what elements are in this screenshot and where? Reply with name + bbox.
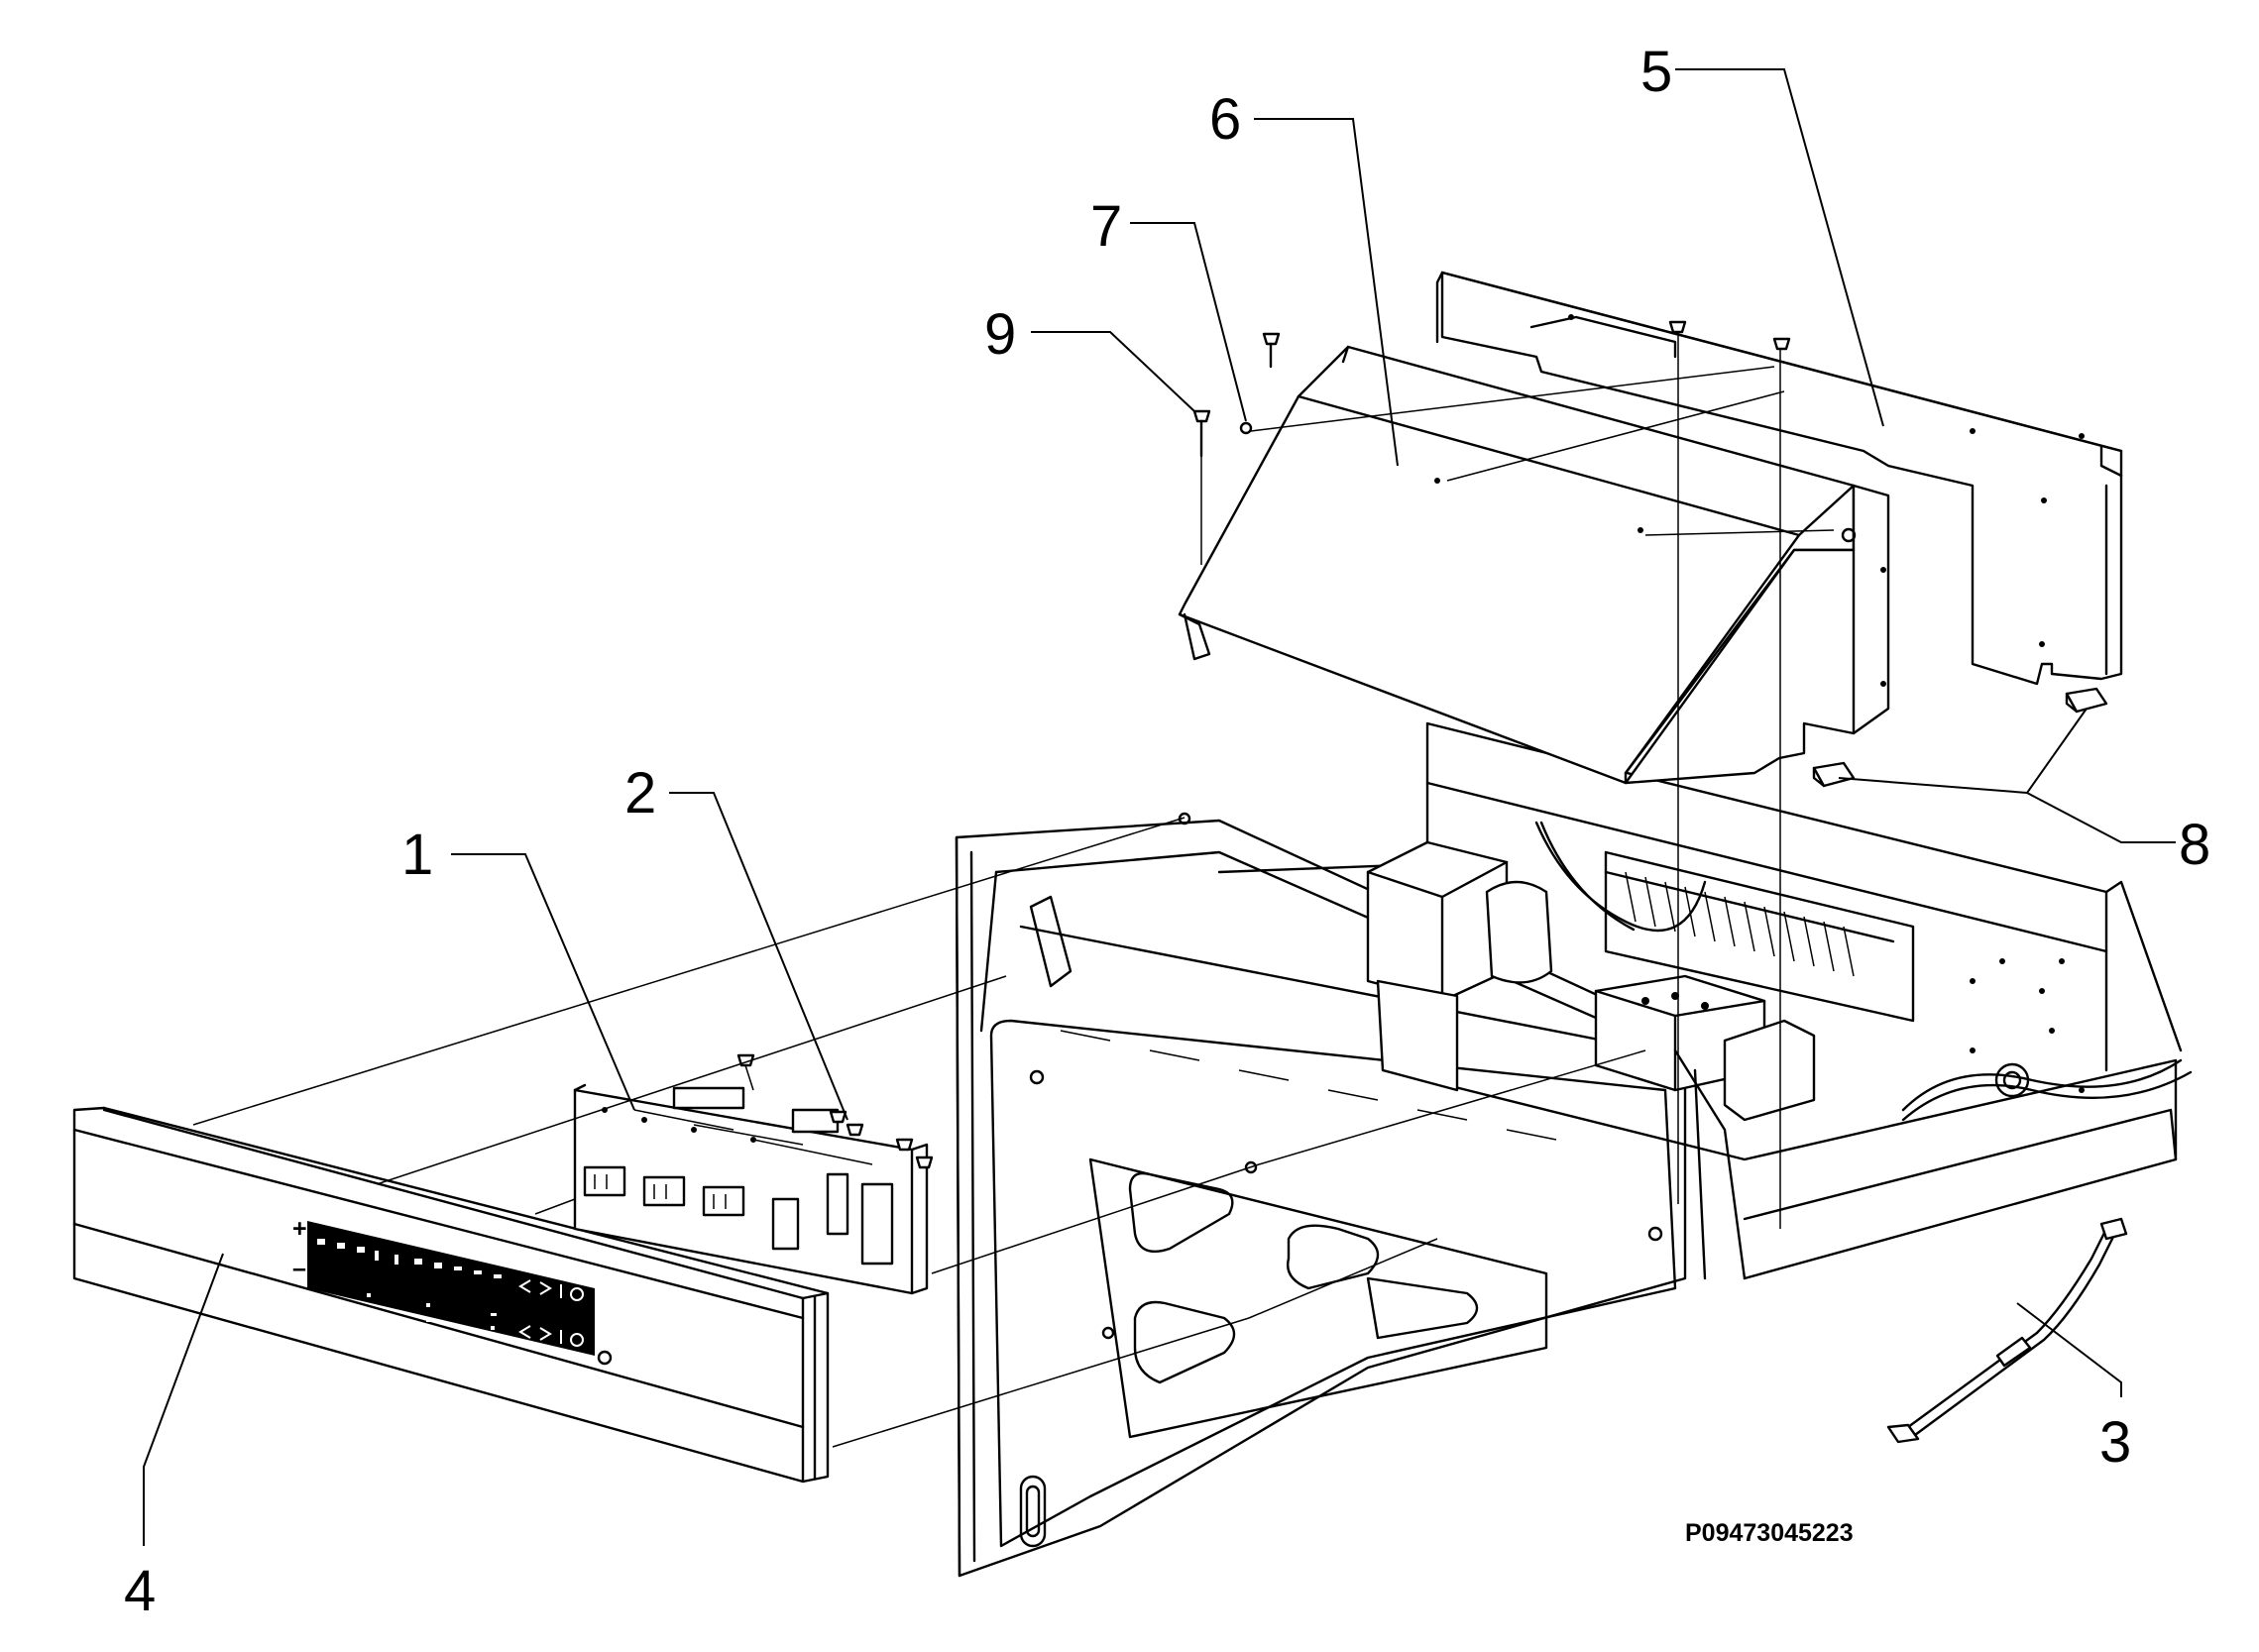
transformer [1366, 840, 1553, 1092]
oven-front-frame [955, 819, 1687, 1578]
part-5-rear-cover [1435, 271, 2123, 686]
fascia-assembly-lines [192, 812, 1646, 1448]
part-6-hood-cover [1178, 345, 1890, 785]
part-3-sensor-cable [1886, 1217, 2128, 1444]
callout-7: 7 [1090, 194, 1122, 259]
part-1-control-board [573, 1083, 929, 1295]
part-8-clips [1812, 687, 2108, 788]
part-2-pcb-screws [736, 1053, 934, 1169]
callout-3: 3 [2099, 1410, 2131, 1475]
heating-element [1604, 850, 1915, 1023]
callout-5: 5 [1640, 40, 1672, 104]
callout-1: 1 [401, 823, 433, 887]
callout-6: 6 [1209, 87, 1241, 152]
callout-numbers: 1 2 3 4 5 6 7 8 9 [124, 40, 2210, 1623]
leader-lines [143, 68, 2176, 1546]
screws-top [1192, 320, 1791, 458]
panel-plus-symbol: + [292, 1215, 307, 1243]
panel-minus-symbol: – [292, 1255, 306, 1282]
power-icon [597, 1350, 613, 1366]
callout-2: 2 [624, 761, 656, 826]
callout-9: 9 [984, 302, 1016, 367]
assembly-axis-lines [1200, 332, 1835, 1229]
part-4-control-panel: + – [72, 1106, 830, 1484]
drawing-part-code: P09473045223 [1685, 1519, 1854, 1547]
panel-display-glyphs [317, 1239, 584, 1347]
oven-top-assembly [1019, 721, 2193, 1280]
callout-4: 4 [124, 1559, 156, 1623]
callout-8: 8 [2179, 813, 2210, 877]
